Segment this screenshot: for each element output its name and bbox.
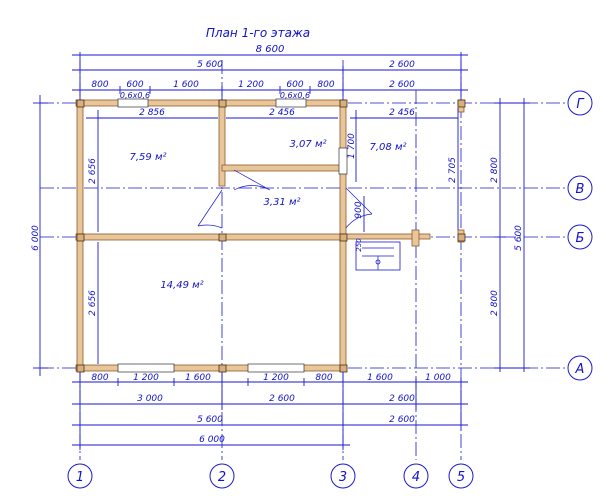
porch-post bbox=[411, 229, 420, 247]
dim-bot-6000: 6 000 bbox=[199, 435, 225, 445]
dim-bot-2600c: 2 600 bbox=[389, 415, 415, 425]
dim-right-900: 900 bbox=[354, 201, 364, 218]
axis-label-2: 2 bbox=[218, 470, 226, 485]
dim-top-800a: 800 bbox=[91, 80, 108, 90]
wall-bottom bbox=[75, 364, 347, 372]
post bbox=[218, 233, 227, 242]
windows bbox=[117, 98, 348, 373]
dim-overall-width: 8 600 bbox=[256, 44, 285, 55]
dim-room-2456a: 2 456 bbox=[269, 108, 295, 118]
room-areas: 7,59 м² 3,07 м² 7,08 м² 3,31 м² 14,49 м² bbox=[130, 139, 407, 291]
plan-title: План 1-го этажа bbox=[206, 26, 310, 40]
dim-right-2800b: 2 800 bbox=[490, 290, 500, 316]
axis-bubbles: 1 2 3 4 5 Г В Б А bbox=[67, 90, 593, 489]
dim-bot-1200b: 1 200 bbox=[263, 373, 289, 383]
dim-bot-1600a: 1 600 bbox=[185, 373, 211, 383]
door-swing-1 bbox=[197, 189, 223, 229]
axis-label-B: Б bbox=[576, 231, 585, 246]
grid-axes bbox=[40, 60, 566, 460]
post bbox=[76, 364, 85, 373]
wall-axis2-upper bbox=[218, 99, 226, 187]
dim-left-2656b: 2 656 bbox=[88, 290, 98, 316]
dim-bot-1200a: 1 200 bbox=[133, 373, 159, 383]
room-area-3: 7,08 м² bbox=[370, 142, 407, 153]
window-4 bbox=[247, 363, 305, 373]
dimension-labels: 8 600 5 600 2 600 800 600 1 600 1 200 60… bbox=[31, 44, 524, 445]
axis-label-A: А bbox=[575, 362, 585, 377]
dim-top-2600: 2 600 bbox=[389, 60, 415, 70]
dim-top-1600: 1 600 bbox=[173, 80, 199, 90]
dim-left-2656a: 2 656 bbox=[88, 158, 98, 184]
axis-bubble-V bbox=[567, 175, 593, 201]
post bbox=[76, 233, 85, 242]
axis-bubble-G bbox=[567, 90, 593, 116]
dim-bot-2600a: 2 600 bbox=[269, 394, 295, 404]
axis-label-4: 4 bbox=[412, 470, 420, 485]
room-area-2: 3,07 м² bbox=[290, 139, 327, 150]
dim-top-600a: 600 bbox=[126, 80, 143, 90]
post bbox=[457, 233, 466, 242]
dim-bot-800a: 800 bbox=[91, 373, 108, 383]
dim-top-600b: 600 bbox=[286, 80, 303, 90]
post bbox=[218, 364, 227, 373]
axis-bubble-3 bbox=[330, 463, 356, 489]
post bbox=[339, 233, 348, 242]
wall-middle bbox=[75, 233, 347, 241]
room-area-5: 14,49 м² bbox=[160, 280, 203, 291]
axis-label-V: В bbox=[576, 182, 585, 197]
axis-bubble-2 bbox=[209, 463, 235, 489]
dim-bot-3000: 3 000 bbox=[137, 394, 163, 404]
dim-top-5600: 5 600 bbox=[197, 60, 223, 70]
dim-bot-5600: 5 600 bbox=[197, 415, 223, 425]
post bbox=[218, 99, 227, 108]
post bbox=[339, 364, 348, 373]
post bbox=[457, 99, 466, 108]
axis-bubble-4 bbox=[403, 463, 429, 489]
dim-left-6000: 6 000 bbox=[31, 225, 41, 251]
dim-room-2456b: 2 456 bbox=[389, 108, 415, 118]
window-2 bbox=[275, 98, 307, 108]
dim-room-2856: 2 856 bbox=[139, 108, 165, 118]
window-size-2: 0,6x0,6 bbox=[280, 91, 310, 100]
window-size-1: 0,6x0,6 bbox=[120, 91, 150, 100]
dim-right-2800a: 2 800 bbox=[490, 157, 500, 183]
dim-bot-1600b: 1 600 bbox=[367, 373, 393, 383]
door-swing-3 bbox=[345, 187, 373, 229]
dim-top-800b: 800 bbox=[317, 80, 334, 90]
dim-bot-1000: 1 000 bbox=[425, 373, 451, 383]
dim-stair-250: 250 bbox=[355, 238, 363, 252]
dim-right-5600: 5 600 bbox=[514, 225, 524, 251]
dim-right-1700: 1 700 bbox=[347, 133, 357, 159]
posts bbox=[76, 99, 466, 373]
wall-small-room bbox=[221, 164, 343, 172]
room-area-4: 3,31 м² bbox=[264, 197, 301, 208]
room-area-1: 7,59 м² bbox=[130, 152, 167, 163]
axis-bubble-B bbox=[567, 224, 593, 250]
steps-arrow-dot bbox=[375, 259, 381, 265]
porch-steps bbox=[355, 241, 401, 271]
window-3 bbox=[117, 363, 175, 373]
axis-label-5: 5 bbox=[457, 470, 465, 485]
dim-bot-800b: 800 bbox=[315, 373, 332, 383]
axis-bubble-1 bbox=[67, 463, 93, 489]
door-swing-2 bbox=[233, 169, 271, 191]
walls bbox=[75, 99, 465, 372]
axis-label-G: Г bbox=[576, 97, 585, 112]
dim-top-1200: 1 200 bbox=[238, 80, 264, 90]
axis-bubble-5 bbox=[448, 463, 474, 489]
axis-bubble-A bbox=[567, 355, 593, 381]
dimension-lines bbox=[33, 52, 530, 450]
window-5 bbox=[338, 147, 348, 175]
axis-label-3: 3 bbox=[339, 470, 347, 485]
dim-bot-2600b: 2 600 bbox=[389, 394, 415, 404]
axis-label-1: 1 bbox=[76, 470, 84, 485]
dim-top-2600b: 2 600 bbox=[389, 80, 415, 90]
dim-right-2705: 2 705 bbox=[448, 157, 458, 183]
post bbox=[76, 99, 85, 108]
post bbox=[339, 99, 348, 108]
doors bbox=[197, 169, 373, 229]
window-1 bbox=[117, 98, 149, 108]
